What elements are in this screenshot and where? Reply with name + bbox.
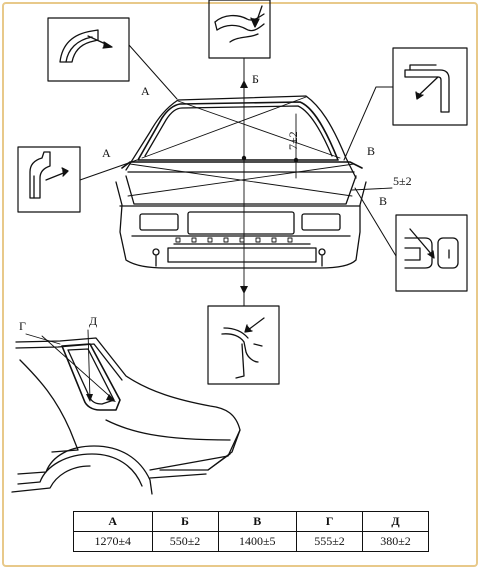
table-cell: 1270±4 (73, 531, 153, 552)
car-front-view (115, 95, 367, 269)
measurement-lines (127, 65, 393, 291)
table-cell: 1400±5 (217, 531, 298, 552)
detail-inset-top-center (208, 0, 271, 59)
detail-inset-top-left (47, 17, 130, 82)
table-header-cell: В (217, 511, 298, 532)
table-header-cell: Д (362, 511, 429, 532)
dimensions-table: А Б В Г Д 1270±4 550±2 1400±5 555±2 380±… (73, 511, 429, 552)
detail-inset-bottom-center (207, 305, 280, 385)
page-frame (2, 2, 478, 567)
table-header-cell: Г (296, 511, 363, 532)
table-header-row: А Б В Г Д (73, 511, 429, 532)
detail-inset-left-middle (17, 146, 81, 213)
dim-5-2: 5±2 (393, 174, 412, 188)
leader-lines (79, 44, 397, 307)
dim-7-2: 7±2 (286, 131, 300, 150)
table-cell: 380±2 (362, 531, 429, 552)
table-header-cell: А (73, 511, 153, 532)
table-cell: 555±2 (296, 531, 363, 552)
label-v-lower: В (379, 194, 387, 208)
label-d: Д (89, 314, 97, 328)
table-row: 1270±4 550±2 1400±5 555±2 380±2 (73, 531, 429, 552)
label-v-right: В (367, 144, 375, 158)
label-b: Б (252, 72, 259, 86)
detail-inset-right-bottom (395, 214, 468, 292)
table-header-cell: Б (151, 511, 219, 532)
label-a-left: А (102, 146, 111, 160)
detail-inset-right-top (392, 47, 468, 126)
label-a-top: А (141, 84, 150, 98)
table-cell: 550±2 (151, 531, 219, 552)
label-g: Г (19, 319, 26, 333)
side-measurement-lines (25, 329, 115, 401)
car-side-rear-view (11, 337, 241, 495)
